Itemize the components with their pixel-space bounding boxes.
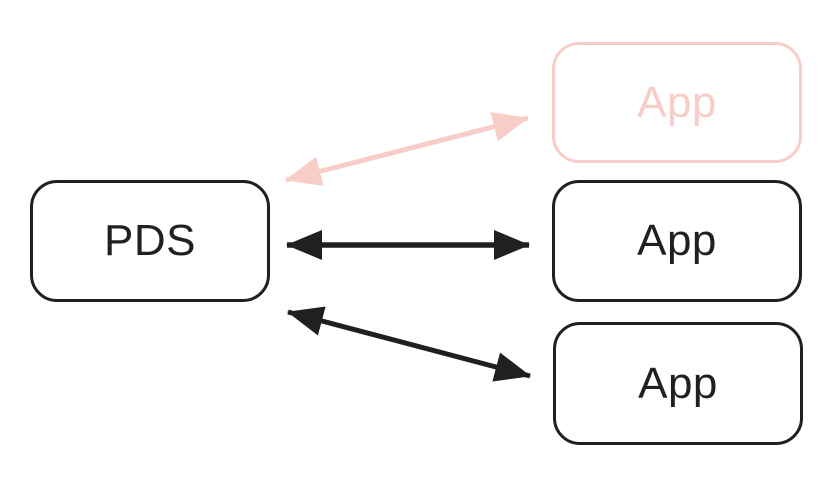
node-app-middle-label: App: [637, 216, 717, 265]
node-pds: PDS: [30, 180, 270, 302]
edge-pds-app-inactive: [285, 112, 529, 186]
node-app-bottom: App: [553, 322, 803, 445]
node-pds-label: PDS: [104, 216, 196, 265]
edge-pds-app-bottom: [287, 306, 531, 382]
node-app-middle: App: [552, 180, 802, 302]
node-app-bottom-label: App: [638, 358, 718, 408]
node-app-inactive-label: App: [637, 77, 717, 127]
node-app-inactive: App: [552, 42, 802, 163]
